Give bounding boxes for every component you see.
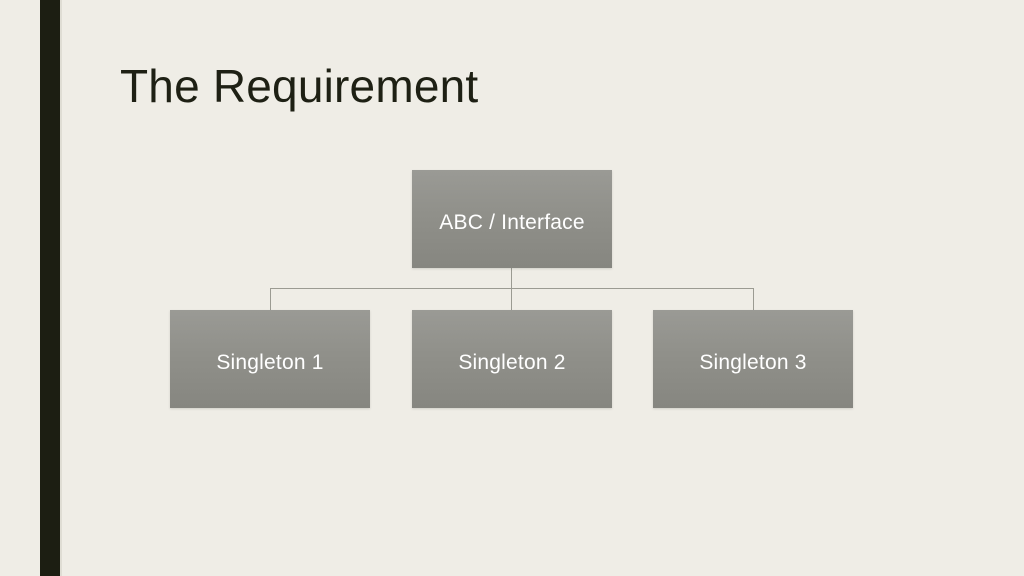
left-accent-bar bbox=[40, 0, 60, 576]
node-label: Singleton 1 bbox=[216, 351, 324, 374]
connector-drop-singleton-2 bbox=[511, 288, 512, 310]
node-label: Singleton 2 bbox=[458, 351, 566, 374]
node-label: ABC / Interface bbox=[439, 211, 585, 234]
page-title: The Requirement bbox=[120, 60, 479, 112]
node-singleton-1[interactable]: Singleton 1 bbox=[170, 310, 370, 408]
node-singleton-2[interactable]: Singleton 2 bbox=[412, 310, 612, 408]
connector-root-drop bbox=[511, 268, 512, 289]
connector-drop-singleton-1 bbox=[270, 288, 271, 310]
connector-horizontal-bus bbox=[270, 288, 754, 289]
node-abc-interface[interactable]: ABC / Interface bbox=[412, 170, 612, 268]
node-singleton-3[interactable]: Singleton 3 bbox=[653, 310, 853, 408]
connector-drop-singleton-3 bbox=[753, 288, 754, 310]
left-accent-bar-highlight bbox=[60, 0, 62, 576]
node-label: Singleton 3 bbox=[699, 351, 807, 374]
